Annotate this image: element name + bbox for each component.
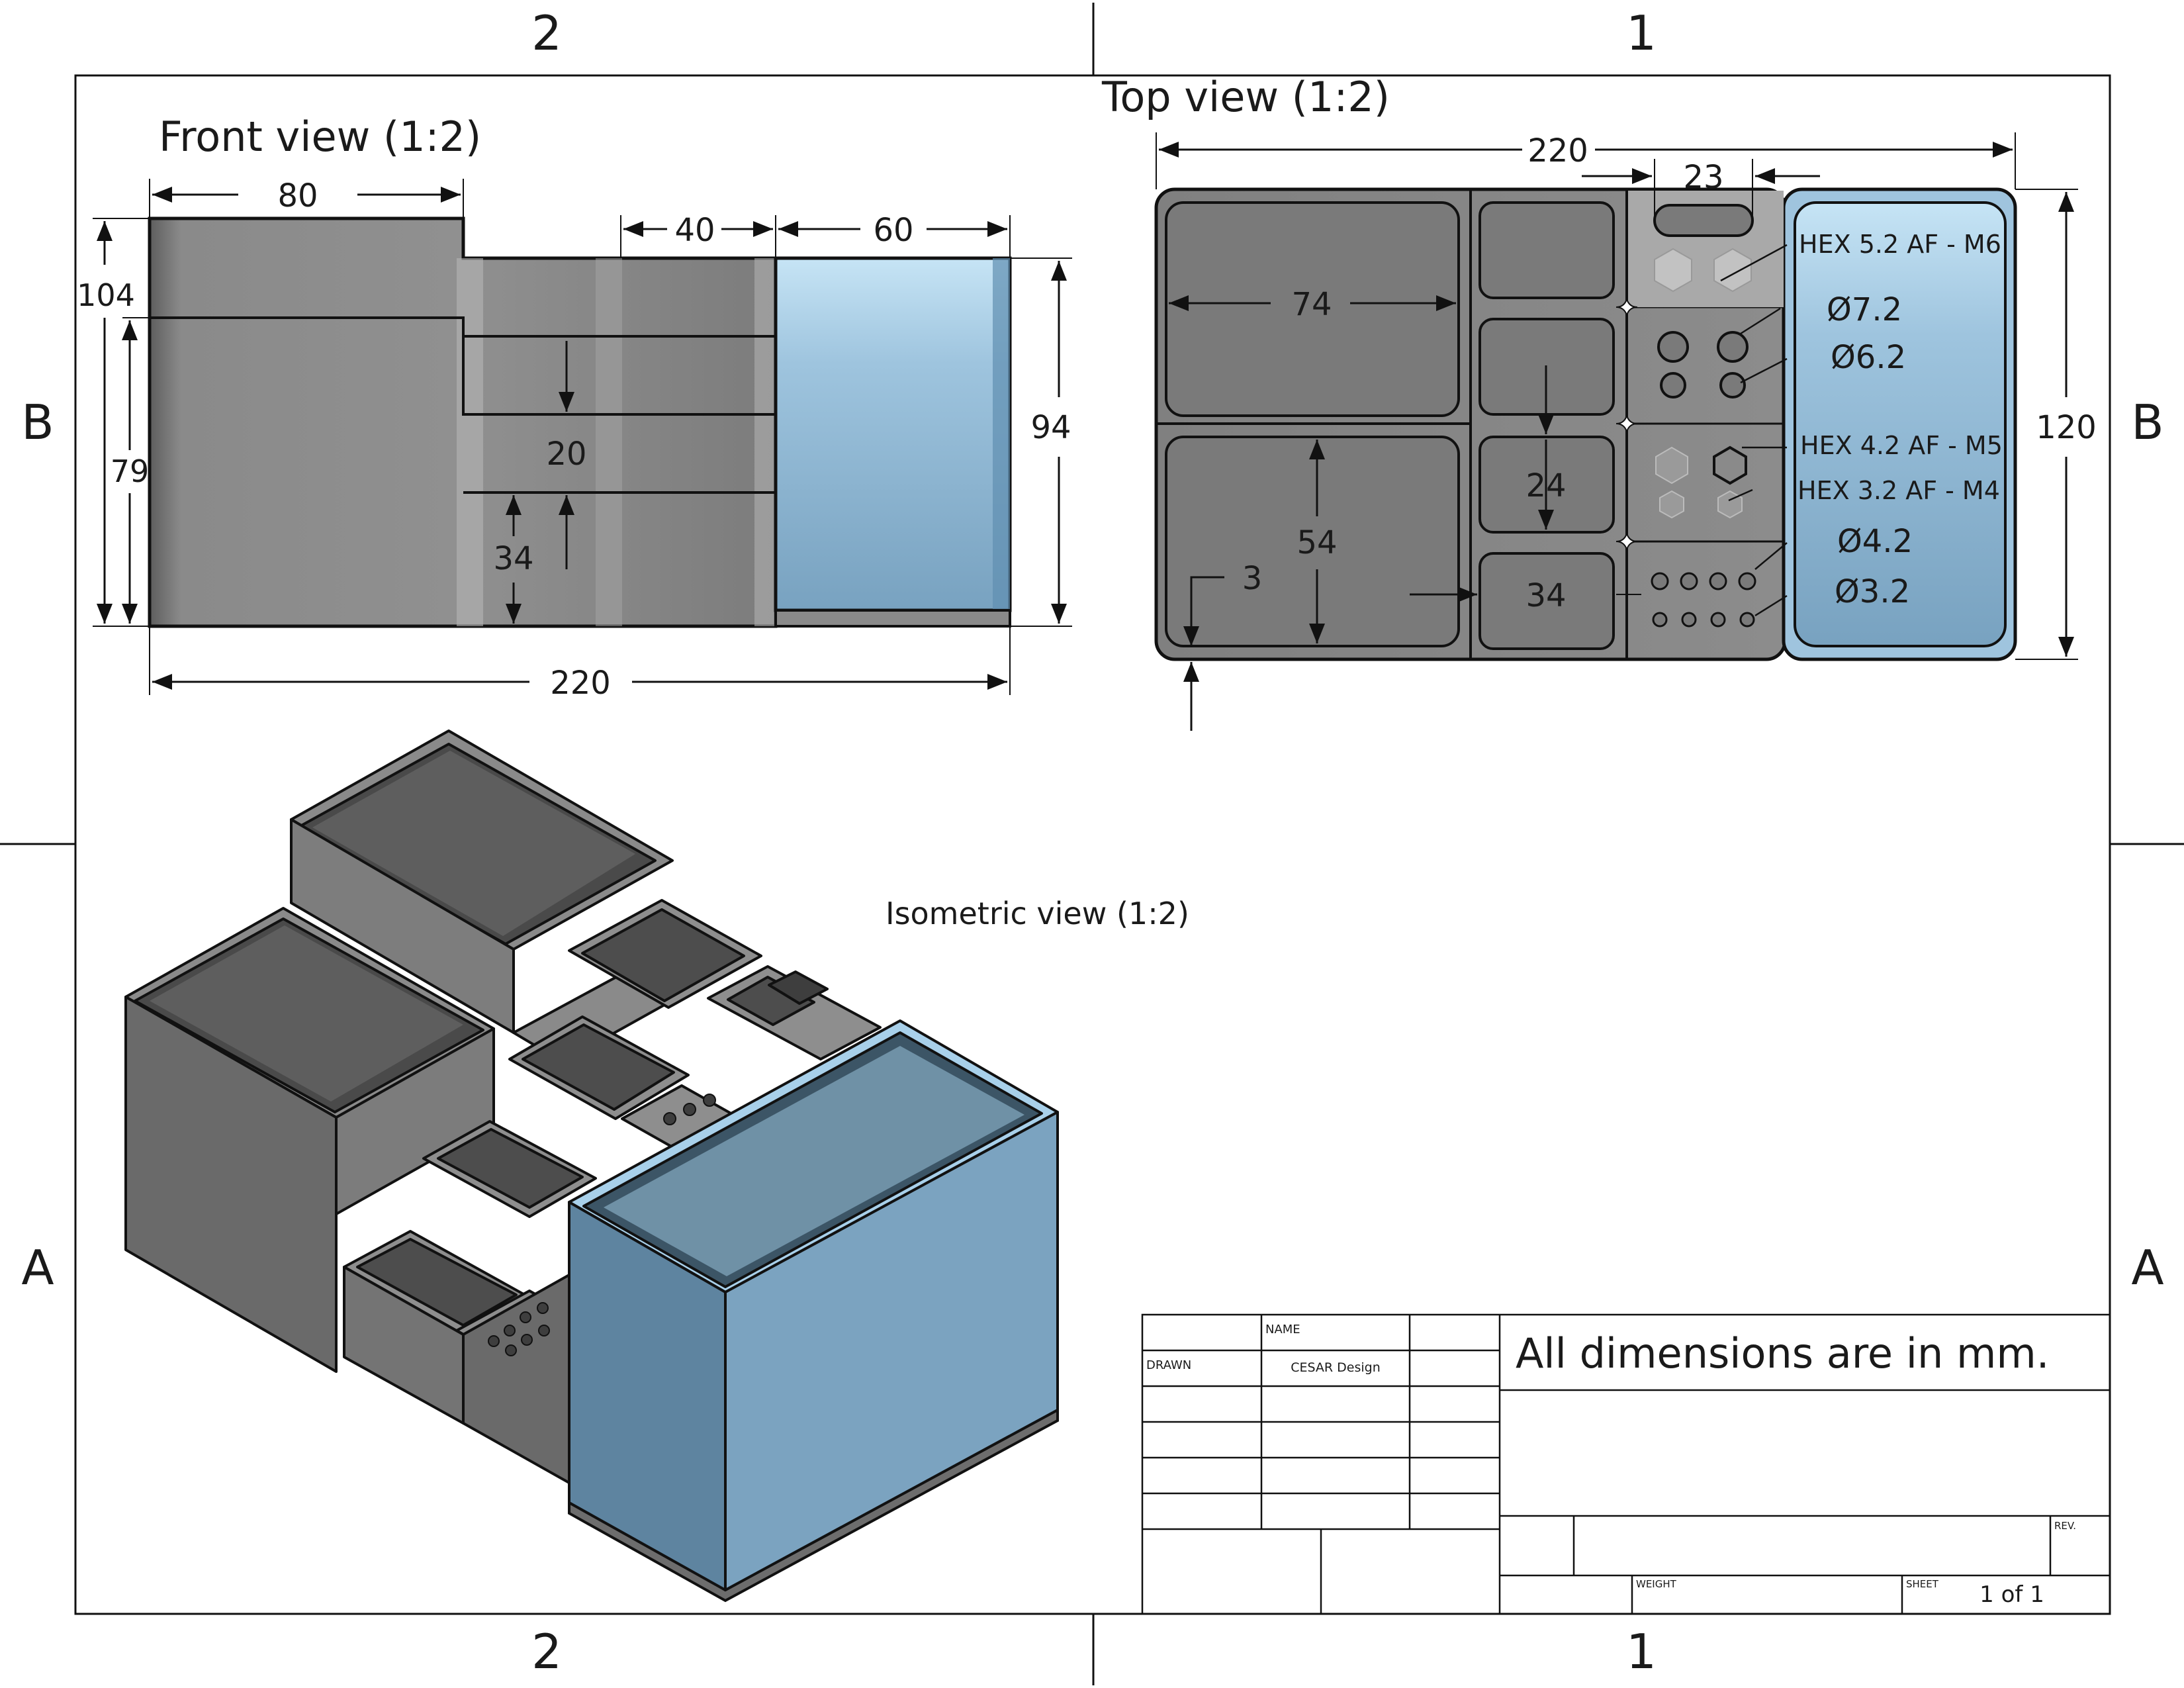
zone-row-a-left: A [21,1240,54,1295]
svg-text:94: 94 [1030,409,1071,446]
top-label-d42: Ø4.2 [1837,523,1913,560]
top-label-hex52: HEX 5.2 AF - M6 [1799,230,2001,259]
top-hole-62-a [1660,372,1686,399]
top-pocket-mid-1 [1479,201,1615,299]
svg-text:23: 23 [1683,159,1723,196]
top-hex-52-a [1654,248,1692,293]
top-dim-54: 54 [1297,440,1338,643]
tb-name-header: NAME [1265,1323,1300,1336]
zone-row-b-left: B [21,395,54,450]
top-hole-62-b [1719,372,1746,399]
isometric-view: Isometric view (1:2) [124,729,1189,1603]
zone-col-2-top: 2 [531,5,562,61]
svg-text:24: 24 [1525,467,1566,504]
top-holes-42 [1651,572,1756,590]
front-dim-34: 34 [493,495,534,624]
zone-col-1-bottom: 1 [1626,1624,1657,1679]
title-block [1141,1313,2111,1615]
top-hex-42-b [1713,445,1747,485]
top-hex-52-b [1713,248,1752,293]
svg-text:20: 20 [546,436,586,473]
zone-row-a-right: A [2131,1240,2163,1295]
svg-text:120: 120 [2036,409,2097,446]
tb-drawn-header: DRAWN [1146,1358,1191,1372]
svg-text:40: 40 [674,212,715,249]
top-pocket-mid-4 [1479,552,1615,650]
top-hole-72-a [1657,331,1689,363]
tb-rev-header: REV. [2054,1520,2076,1532]
top-dim-34: 34 [1410,577,1641,614]
front-dim-20: 20 [546,341,587,569]
svg-text:3: 3 [1242,560,1263,597]
top-label-d72: Ø7.2 [1827,291,1902,328]
top-pocket-large-1 [1165,201,1460,417]
zone-row-b-right: B [2131,395,2163,450]
zone-col-2-bottom: 2 [531,1624,562,1679]
sheet-border [0,3,2184,1685]
top-dim-23: 23 [1582,159,1820,218]
top-blue-inner [1794,201,2007,647]
tb-sheet-value: 1 of 1 [1979,1581,2044,1608]
top-label-hex42: HEX 4.2 AF - M5 [1800,431,2003,460]
top-view-title: Top view (1:2) [1101,73,1390,121]
front-blue-bin [774,256,1012,612]
tb-note: All dimensions are in mm. [1516,1329,2049,1378]
top-hole-72-b [1717,331,1749,363]
top-holes-32 [1652,612,1755,628]
svg-text:220: 220 [1527,132,1588,169]
svg-text:79: 79 [111,453,150,489]
front-dim-94: 94 [1010,258,1072,627]
top-dim-24: 24 [1525,365,1567,530]
front-dim-79: 79 [111,317,172,624]
zone-col-1-top: 1 [1626,5,1657,61]
svg-text:60: 60 [873,212,913,249]
top-hex-42-a [1655,446,1688,485]
tb-drawn-by: CESAR Design [1291,1360,1381,1375]
tb-weight-header: WEIGHT [1636,1578,1677,1590]
svg-text:104: 104 [77,277,135,313]
front-view: Front view (1:2) 80 40 [77,113,1072,702]
top-pocket-large-2 [1165,436,1460,647]
svg-text:80: 80 [277,177,318,214]
front-dim-104: 104 [77,218,150,627]
top-hex-32-a [1659,490,1684,519]
top-label-hex32: HEX 3.2 AF - M4 [1797,476,2000,505]
top-hex-32-b [1717,490,1743,519]
tb-sheet-header: SHEET [1906,1578,1939,1590]
top-label-d62: Ø6.2 [1831,339,1906,376]
front-dim-40: 40 [620,212,776,258]
front-view-title: Front view (1:2) [159,113,481,161]
top-view: Top view (1:2) [1101,73,2097,731]
top-dim-120: 120 [2015,189,2097,660]
svg-text:74: 74 [1291,286,1332,323]
svg-text:54: 54 [1297,524,1337,561]
svg-text:220: 220 [550,665,611,702]
iso-left-block [124,907,495,1373]
front-dim-60: 60 [778,212,1011,258]
top-dim-220: 220 [1156,132,2016,189]
top-leaders [1720,244,1788,617]
top-dim-3: 3 [1183,560,1263,731]
iso-view-title: Isometric view (1:2) [886,896,1189,931]
iso-back-block [290,729,674,1034]
iso-peg-holes [488,1094,716,1356]
top-label-d32: Ø3.2 [1835,573,1910,610]
zone-labels: 2 1 2 1 B B A A [21,5,2163,1679]
front-dim-220: 220 [149,626,1011,702]
top-slot [1653,204,1754,237]
svg-text:34: 34 [493,540,533,577]
top-dim-74: 74 [1169,286,1456,323]
svg-text:34: 34 [1525,577,1566,614]
front-dim-80: 80 [149,177,464,218]
iso-blue-bin [568,1019,1059,1591]
